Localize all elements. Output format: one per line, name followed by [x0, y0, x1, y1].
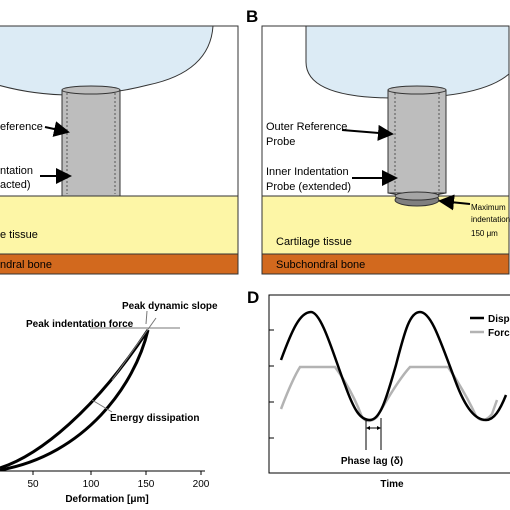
- inner-probe-label-1: Inner Indentation: [266, 166, 349, 178]
- panel-a-cartilage-label: e tissue: [0, 229, 38, 241]
- panel-a: eference ntation acted) e tissue ndral b…: [0, 25, 239, 275]
- panel-a-indent-label-2: acted): [0, 179, 31, 191]
- legend-force-label: Forc: [488, 328, 510, 339]
- hysteresis-unloading-curve: [0, 329, 150, 472]
- panel-b: B Outer Reference Probe Inner Indentatio…: [246, 7, 510, 275]
- panel-b-bone-label: Subchondral bone: [276, 259, 365, 271]
- hysteresis-loading-curve: [0, 329, 150, 470]
- legend-displacement-label: Disp: [488, 314, 510, 325]
- panel-a-chamber: [0, 25, 214, 96]
- force-wave: [279, 365, 499, 423]
- panel-d-letter: D: [247, 288, 259, 307]
- panel-c-xtick-50: 50: [27, 479, 39, 490]
- phase-lag-label: Phase lag (δ): [341, 456, 403, 467]
- panel-b-bone: [261, 253, 510, 275]
- panel-a-cartilage: [0, 195, 239, 255]
- panel-d-frame: [268, 294, 510, 474]
- max-indent-label-1: Maximum: [471, 203, 506, 212]
- panel-c-xlabel: Deformation [μm]: [65, 494, 148, 505]
- panel-b-letter: B: [246, 7, 258, 26]
- panel-b-cartilage-label: Cartilage tissue: [276, 236, 352, 248]
- outer-probe-label-2: Probe: [266, 136, 295, 148]
- panel-c: 50 100 150 200 Deformation [μm] Peak dyn…: [0, 301, 218, 505]
- inner-probe-label-2: Probe (extended): [266, 181, 351, 193]
- max-indent-label-3: 150 μm: [471, 229, 498, 238]
- panel-a-ref-label: eference: [0, 121, 43, 133]
- panel-b-cartilage: [261, 195, 510, 255]
- outer-probe-label-1: Outer Reference: [266, 121, 347, 133]
- panel-a-outer-probe: [61, 89, 121, 197]
- panel-a-indent-label-1: ntation: [0, 165, 33, 177]
- panel-d-xlabel: Time: [380, 479, 404, 490]
- panel-a-bone: [0, 253, 239, 275]
- peak-slope-label: Peak dynamic slope: [122, 301, 218, 312]
- panel-c-xtick-150: 150: [138, 479, 155, 490]
- panel-b-outer-probe: [387, 89, 447, 194]
- panel-c-xtick-200: 200: [193, 479, 210, 490]
- energy-label: Energy dissipation: [110, 413, 199, 424]
- displacement-wave: [279, 310, 508, 422]
- panel-c-xtick-100: 100: [83, 479, 100, 490]
- panel-d: D Disp Forc Phase lag (δ) Time: [247, 288, 510, 490]
- panel-a-bone-label: ndral bone: [0, 259, 52, 271]
- max-indent-label-2: indentation: [471, 215, 510, 224]
- peak-force-label: Peak indentation force: [26, 319, 134, 330]
